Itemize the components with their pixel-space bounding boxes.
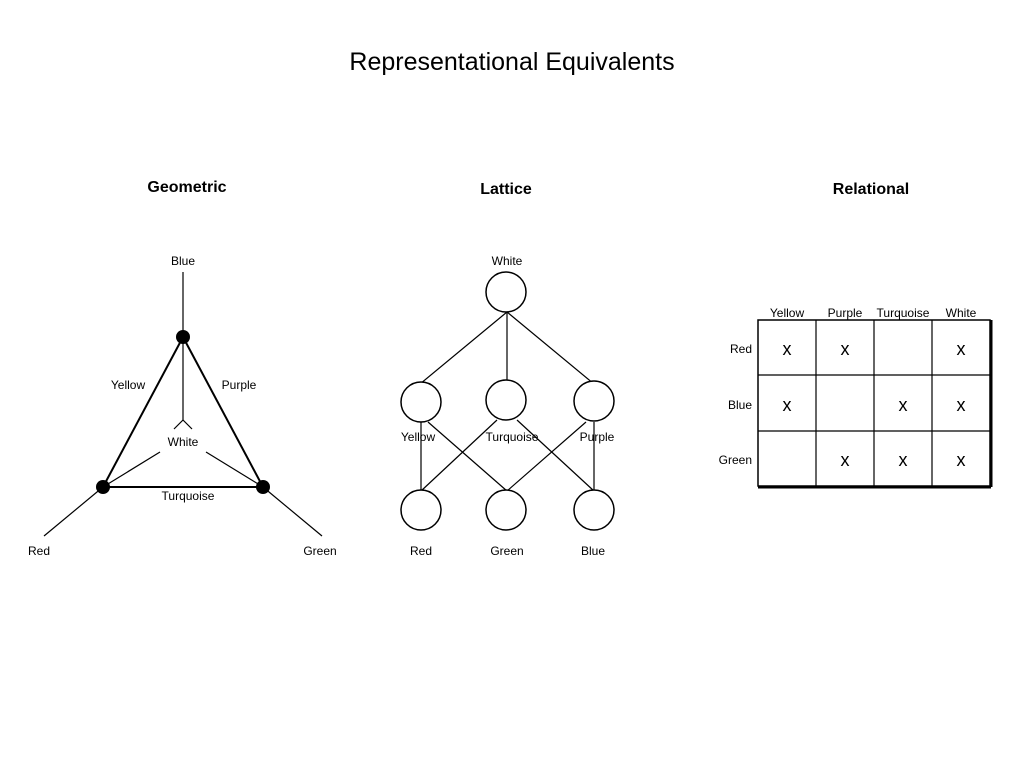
lattice-green-label: Green [490,544,523,558]
lattice-node-yellow [400,381,442,423]
geometric-green-label: Green [303,544,336,558]
lattice-labels: White Yellow Turquoise Purple Red Green … [401,254,615,558]
row-header: Green [719,453,752,467]
relational-grid [757,319,993,489]
column-header: Purple [828,306,863,320]
geometric-purple-label: Purple [222,378,257,392]
purple-edge [182,336,264,488]
edge-white-yellow [419,311,508,385]
lattice-node-red [400,489,442,531]
geometric-yellow-label: Yellow [111,378,146,392]
interior-left-line [102,451,161,488]
interior-fork-left [173,419,184,430]
red-vertex-dot [96,480,110,494]
blue-vertex-dot [176,330,190,344]
geometric-red-label: Red [28,544,50,558]
edge-red-turquoise [420,419,498,492]
lattice-node-turquoise [485,379,527,421]
lattice-red-label: Red [410,544,432,558]
green-ray [262,486,323,537]
table-cell: x [783,339,792,359]
geometric-turquoise-label: Turquoise [162,489,215,503]
red-ray [43,486,104,537]
edge-white-purple [506,311,595,385]
lattice-purple-label: Purple [580,430,615,444]
edge-green-yellow [427,421,508,492]
green-vertex-dot [256,480,270,494]
edge-green-purple [506,421,587,492]
geometric-labels: Blue Red Green Yellow Purple Turquoise W… [28,254,337,558]
lattice-blue-label: Blue [581,544,605,558]
column-header: White [946,306,977,320]
row-header: Red [730,342,752,356]
column-header: Yellow [770,306,805,320]
relational-table: Yellow Purple Turquoise White Red Blue G… [719,306,993,489]
table-cell: x [957,339,966,359]
geometric-diagram [43,272,323,537]
geometric-heading: Geometric [147,179,227,196]
lattice-node-white [485,271,527,313]
lattice-node-green [485,489,527,531]
table-cell: x [841,450,850,470]
table-cell: x [957,450,966,470]
geometric-white-label: White [168,435,199,449]
lattice-node-purple [573,380,615,422]
geometric-blue-label: Blue [171,254,195,268]
lattice-diagram [400,271,615,531]
column-header: Turquoise [877,306,930,320]
edge-blue-turquoise [516,419,595,492]
table-cell: x [783,395,792,415]
lattice-heading: Lattice [480,181,532,198]
interior-right-line [205,451,264,488]
table-cell: x [899,450,908,470]
lattice-yellow-label: Yellow [401,430,436,444]
page-title: Representational Equivalents [349,48,675,76]
yellow-edge [102,336,184,488]
table-cell: x [957,395,966,415]
row-header: Blue [728,398,752,412]
table-cell: x [899,395,908,415]
lattice-white-label: White [492,254,523,268]
lattice-turquoise-label: Turquoise [486,430,539,444]
interior-fork-right [182,419,193,430]
relational-heading: Relational [832,181,910,198]
lattice-node-blue [573,489,615,531]
table-cell: x [841,339,850,359]
